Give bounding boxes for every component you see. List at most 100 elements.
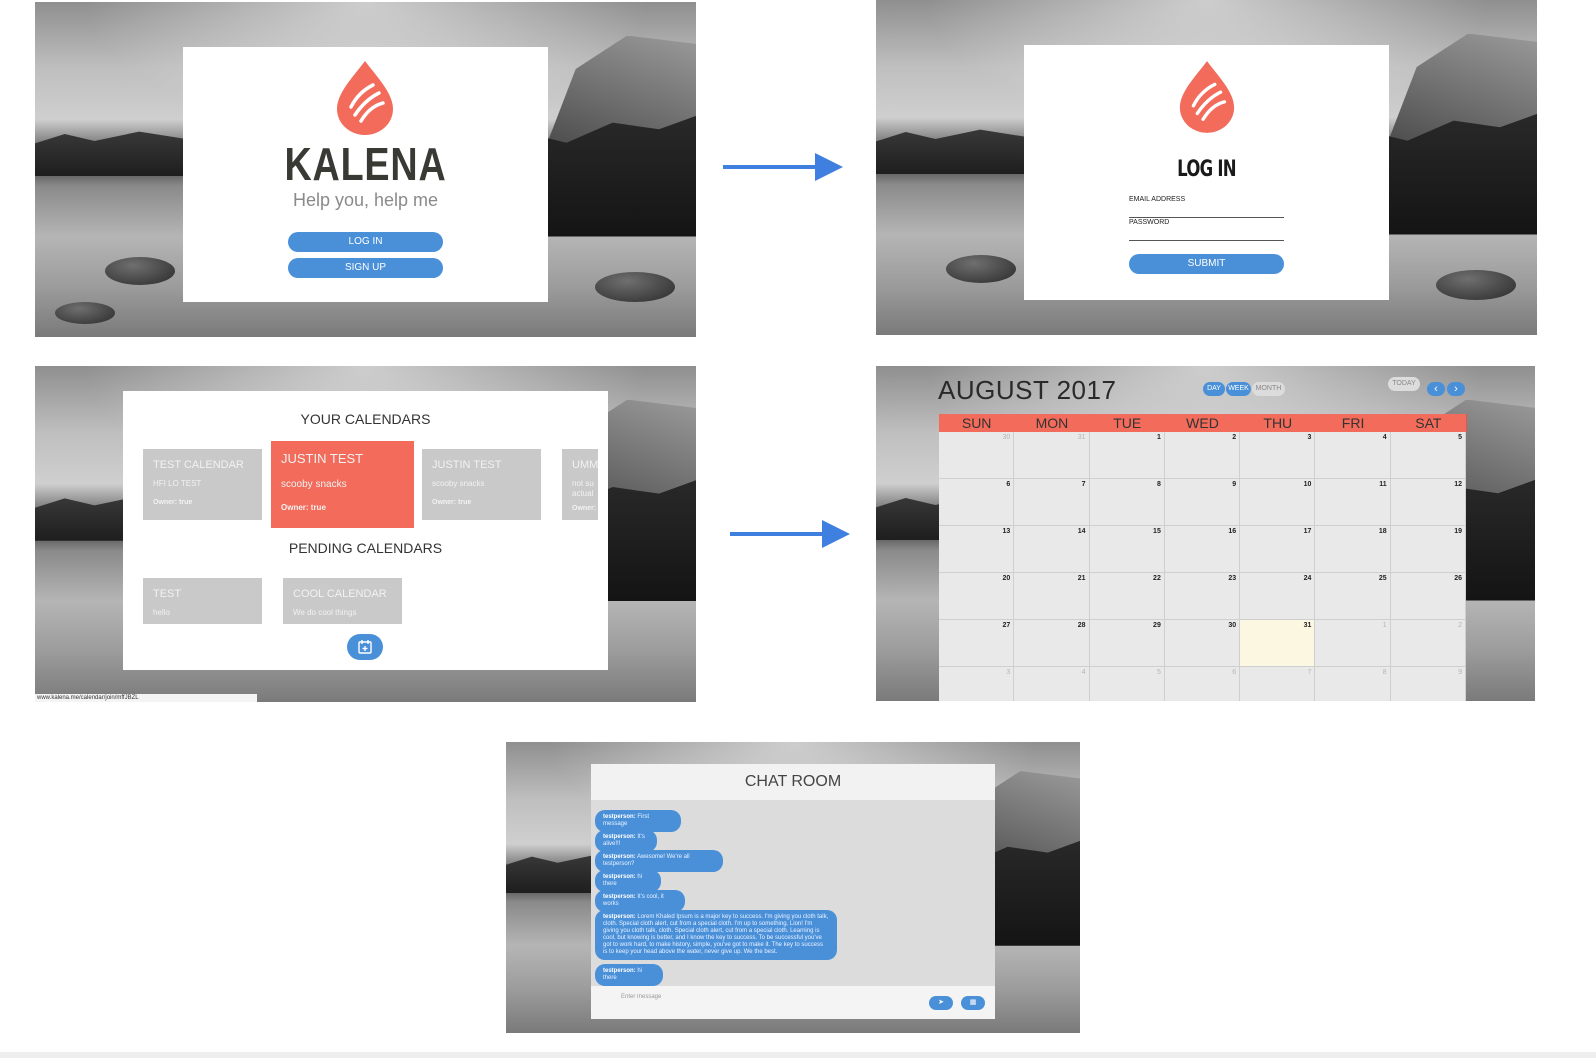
message-input[interactable]: Enter message (621, 994, 662, 1000)
day-number: 19 (1454, 528, 1462, 535)
email-field[interactable] (1129, 217, 1284, 218)
day-cell[interactable]: 2 (1390, 620, 1466, 667)
day-cell[interactable]: 1 (1089, 432, 1165, 479)
landing-screenshot: KALENA Help you, help me LOG IN SIGN UP (35, 2, 696, 337)
day-cell[interactable]: 3 (1240, 432, 1316, 479)
day-cell[interactable]: 19 (1390, 526, 1466, 573)
day-number: 12 (1454, 481, 1462, 488)
day-cell[interactable]: 26 (1390, 573, 1466, 620)
view-month-button[interactable]: MONTH (1252, 382, 1285, 396)
day-cell[interactable]: 8 (1315, 667, 1391, 701)
day-cell[interactable]: 8 (1089, 479, 1165, 526)
day-number: 5 (1156, 669, 1161, 676)
day-cell[interactable]: 4 (1014, 667, 1090, 701)
message-user: testperson: (603, 894, 636, 900)
day-number: 9 (1458, 669, 1462, 676)
day-cell[interactable]: 30 (1164, 620, 1241, 667)
day-cell[interactable]: 11 (1315, 479, 1391, 526)
chat-message: testperson: Lorem Khaled Ipsum is a majo… (595, 910, 837, 960)
chat-message: testperson: hi there (595, 964, 663, 986)
next-button[interactable]: › (1447, 382, 1465, 396)
day-cell[interactable]: 14 (1014, 526, 1090, 573)
login-button[interactable]: LOG IN (288, 232, 443, 252)
rock (105, 257, 175, 285)
pending-calendar-tile[interactable]: TEST hello (143, 578, 262, 624)
login-screenshot: LOG IN EMAIL ADDRESS PASSWORD SUBMIT (876, 0, 1537, 335)
calendars-card: YOUR CALENDARS TEST CALENDAR HFI LO TEST… (123, 391, 608, 670)
day-cell[interactable]: 22 (1089, 573, 1165, 620)
day-cell[interactable]: 7 (1240, 667, 1316, 701)
add-calendar-button[interactable] (347, 634, 383, 660)
chat-title: CHAT ROOM (591, 764, 995, 800)
calendar-tile[interactable]: JUSTIN TEST scooby snacks Owner: true (422, 449, 541, 520)
password-field[interactable] (1129, 240, 1284, 241)
day-cell[interactable]: 3 (939, 667, 1015, 701)
submit-button[interactable]: SUBMIT (1129, 254, 1284, 274)
day-number: 2 (1458, 622, 1462, 629)
calendar-tile[interactable]: TEST CALENDAR HFI LO TEST Owner: true (143, 449, 262, 520)
day-number: 10 (1303, 481, 1312, 488)
your-calendars-title: YOUR CALENDARS (300, 411, 431, 427)
calendar-tile-hovered[interactable]: JUSTIN TEST scooby snacks Owner: true (271, 441, 414, 528)
signup-button[interactable]: SIGN UP (288, 258, 443, 278)
day-cell[interactable]: 25 (1315, 573, 1391, 620)
email-label: EMAIL ADDRESS (1129, 196, 1186, 203)
landing-card: KALENA Help you, help me LOG IN SIGN UP (183, 47, 548, 302)
day-cell[interactable]: 13 (939, 526, 1015, 573)
day-cell[interactable]: 23 (1164, 573, 1241, 620)
day-number: 22 (1153, 575, 1161, 582)
month-title: AUGUST 2017 (938, 375, 1117, 405)
calendar-tile-partial[interactable]: UMM not su actual Owner: (562, 449, 598, 520)
view-week-button[interactable]: WEEK (1226, 382, 1251, 396)
day-number: 3 (1006, 669, 1011, 676)
day-number: 15 (1153, 528, 1161, 535)
calendar-owner: Owner: (572, 505, 597, 512)
day-cell[interactable]: 18 (1315, 526, 1391, 573)
day-cell[interactable]: 9 (1164, 479, 1241, 526)
day-cell[interactable]: 29 (1089, 620, 1165, 667)
calendar-button[interactable]: ▦ (961, 996, 985, 1010)
view-day-button[interactable]: DAY (1203, 382, 1225, 396)
day-cell[interactable]: 6 (1165, 667, 1241, 701)
day-cell[interactable]: 12 (1390, 479, 1466, 526)
prev-button[interactable]: ‹ (1427, 382, 1445, 396)
day-number: 16 (1228, 528, 1237, 535)
day-cell[interactable]: 9 (1391, 667, 1466, 701)
day-cell[interactable]: 31 (1240, 620, 1316, 667)
day-number: 24 (1303, 575, 1312, 582)
day-cell[interactable]: 16 (1164, 526, 1241, 573)
day-number: 31 (1077, 434, 1086, 441)
day-cell[interactable]: 6 (939, 479, 1015, 526)
day-number: 8 (1156, 481, 1161, 488)
day-cell[interactable]: 28 (1014, 620, 1090, 667)
send-button[interactable]: ➤ (929, 996, 953, 1010)
day-number: 23 (1228, 575, 1237, 582)
calendar-icon: ▦ (969, 999, 977, 1006)
day-number: 17 (1303, 528, 1312, 535)
day-cell[interactable]: 4 (1315, 432, 1391, 479)
pending-calendar-tile[interactable]: COOL CALENDAR We do cool things (283, 578, 402, 624)
day-cell[interactable]: 20 (939, 573, 1015, 620)
status-bar-url: www.kalena.me/calendar/join/mffJBZL (35, 694, 257, 702)
day-cell[interactable]: 2 (1164, 432, 1241, 479)
calendar-desc: hello (153, 608, 170, 617)
day-number: 29 (1153, 622, 1161, 629)
day-cell[interactable]: 17 (1240, 526, 1316, 573)
day-cell[interactable]: 5 (1390, 432, 1466, 479)
day-cell[interactable]: 10 (1240, 479, 1316, 526)
calendar-name: TEST CALENDAR (153, 459, 244, 471)
day-cell[interactable]: 30 (939, 432, 1015, 479)
day-cell[interactable]: 15 (1089, 526, 1165, 573)
day-cell[interactable]: 31 (1014, 432, 1090, 479)
day-cell[interactable]: 1 (1315, 620, 1391, 667)
day-cell[interactable]: 24 (1240, 573, 1316, 620)
day-cell[interactable]: 7 (1014, 479, 1090, 526)
day-cell[interactable]: 5 (1090, 667, 1165, 701)
today-button[interactable]: TODAY (1388, 377, 1420, 391)
day-cell[interactable]: 27 (939, 620, 1015, 667)
message-user: testperson: (603, 814, 636, 820)
rock (595, 272, 675, 302)
day-cell[interactable]: 21 (1014, 573, 1090, 620)
message-user: testperson: (603, 834, 636, 840)
